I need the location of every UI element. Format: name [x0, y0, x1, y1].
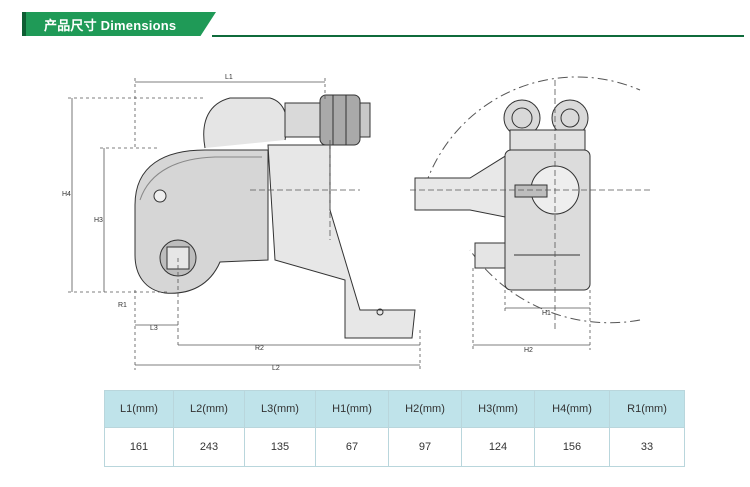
table-cell: 161 — [104, 427, 174, 467]
swing-arc — [419, 76, 641, 324]
label-h1: H1 — [542, 310, 551, 317]
dimensions-table: L1(mm) L2(mm) L3(mm) H1(mm) H2(mm) H3(mm… — [104, 390, 685, 467]
label-r1: R1 — [118, 302, 127, 309]
label-h3: H3 — [94, 217, 103, 224]
table-header-row: L1(mm) L2(mm) L3(mm) H1(mm) H2(mm) H3(mm… — [104, 390, 685, 428]
table-cell: 135 — [244, 427, 316, 467]
table-cell: 156 — [534, 427, 610, 467]
hose-coupler — [284, 102, 326, 138]
swivel-loop — [203, 97, 288, 149]
reaction-arm — [267, 144, 416, 339]
column-header: H1(mm) — [315, 390, 389, 428]
column-header: H4(mm) — [534, 390, 610, 428]
column-header: L1(mm) — [104, 390, 174, 428]
table-cell: 33 — [609, 427, 685, 467]
table-cell: 243 — [173, 427, 245, 467]
table-cell: 97 — [388, 427, 462, 467]
column-header: R1(mm) — [609, 390, 685, 428]
wrench-head-shading — [139, 156, 262, 201]
table-cell: 67 — [315, 427, 389, 467]
label-l2: L2 — [272, 365, 280, 372]
wrench-body — [134, 149, 269, 294]
header-banner — [22, 12, 216, 36]
label-h2: H2 — [524, 347, 533, 354]
label-l1: L1 — [225, 74, 233, 81]
label-h4: H4 — [62, 191, 71, 198]
table-cell: 124 — [461, 427, 535, 467]
hose-fitting — [319, 94, 361, 146]
column-header: H3(mm) — [461, 390, 535, 428]
column-header: H2(mm) — [388, 390, 462, 428]
label-r2: R2 — [255, 345, 264, 352]
technical-drawing: L1 H4 H3 R1 L3 R2 L2 H1 H2 — [62, 74, 650, 372]
table-row: 161 243 135 67 97 124 156 33 — [104, 427, 685, 467]
label-l3: L3 — [150, 325, 158, 332]
column-header: L3(mm) — [244, 390, 316, 428]
section-header: 产品尺寸 Dimensions — [22, 4, 744, 44]
section-title: 产品尺寸 Dimensions — [44, 18, 177, 33]
header-divider — [212, 35, 744, 37]
pivot-screw — [153, 189, 167, 203]
square-drive-side — [474, 242, 506, 269]
column-header: L2(mm) — [173, 390, 245, 428]
header-accent — [22, 12, 26, 36]
